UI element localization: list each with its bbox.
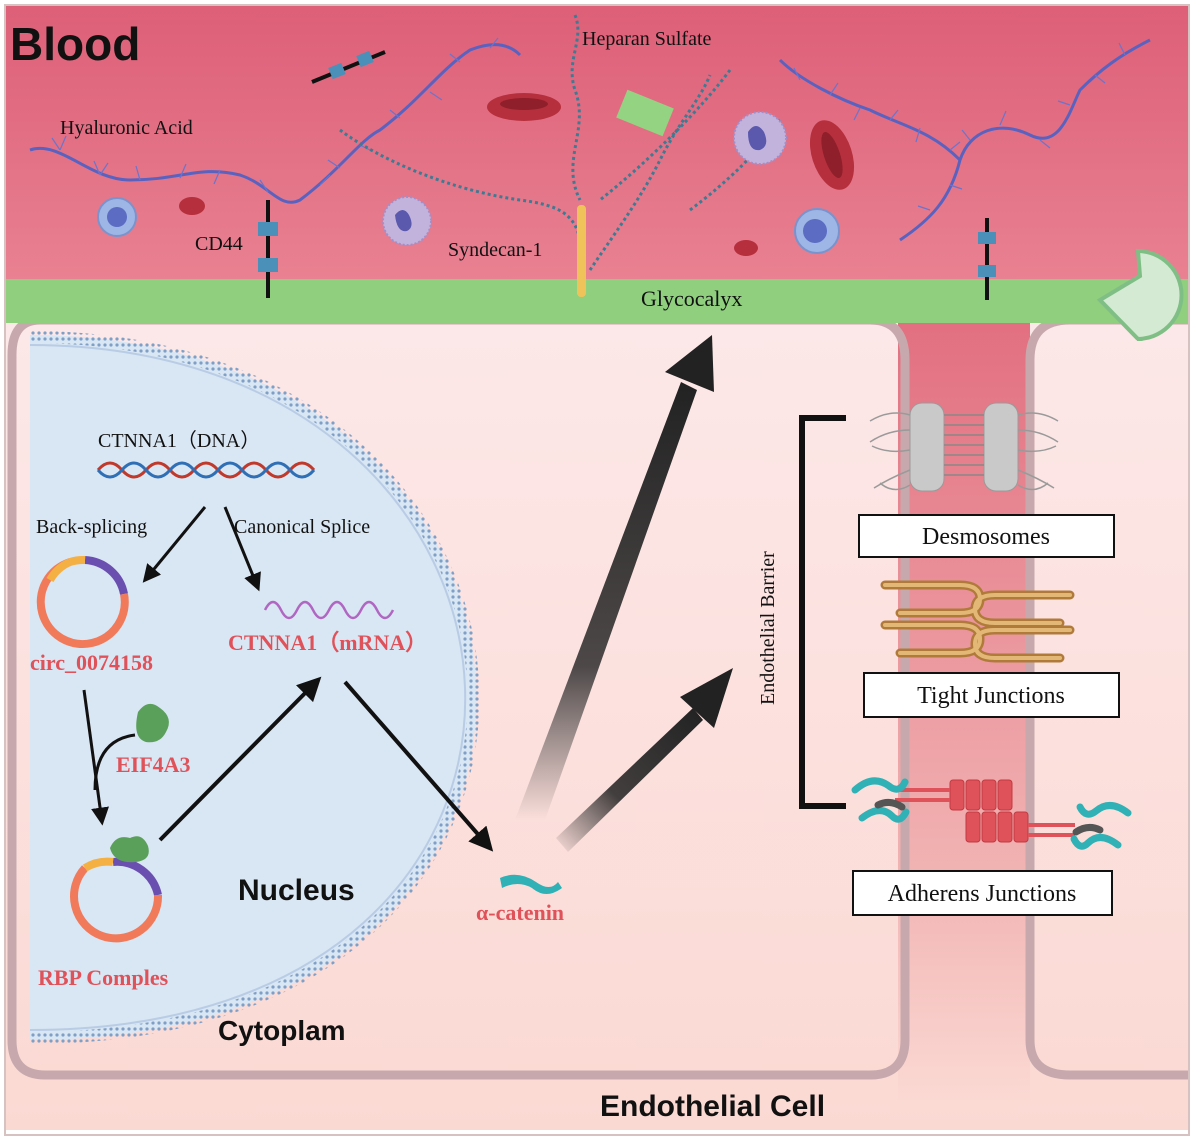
red-blood-cell [809, 120, 855, 190]
neutrophil [733, 111, 787, 165]
endothelial-barrier-bracket [799, 415, 846, 809]
neutrophil [382, 196, 432, 246]
heparan-sulfate-label: Heparan Sulfate [582, 28, 712, 50]
lymphocyte [97, 197, 137, 237]
rbp-label: RBP Comples [38, 965, 169, 990]
dna-label: CTNNA1（DNA） [98, 429, 260, 452]
nucleus [30, 335, 477, 1040]
dna-helix-icon [96, 461, 316, 479]
red-blood-cell-small [734, 240, 758, 256]
rbp-complex-icon [70, 857, 163, 943]
circrna-icon [36, 555, 129, 648]
tight-junctions-box [863, 672, 1120, 718]
lymphocyte [794, 208, 840, 254]
canonical-splice-arrow [223, 506, 261, 592]
syndecan-1-label: Syndecan-1 [448, 239, 542, 261]
desmosome-icon [869, 402, 1059, 492]
blood-label: Blood [10, 18, 140, 70]
enzyme-icon [1096, 248, 1184, 342]
nuclear-membrane [29, 331, 480, 1044]
catenin-to-glycocalyx-arrow [515, 335, 714, 820]
nuclear-membrane-inner [29, 344, 467, 1031]
circ-to-rbp-arrow [82, 689, 109, 826]
hyaluronic-acid-label: Hyaluronic Acid [60, 117, 193, 139]
endothelial-cell-label: Endothelial Cell [600, 1090, 825, 1123]
adherens-junction-icon [851, 777, 1132, 850]
back-splicing-arrow [142, 506, 207, 583]
rbp-to-mrna-arrow [158, 676, 322, 842]
mrna-icon [263, 600, 395, 620]
figure-frame [4, 4, 1190, 1136]
glycocalyx-band [6, 279, 1188, 323]
hyaluronic-branches [51, 37, 1126, 211]
cytoplasm-label: Cytoplam [218, 1015, 346, 1046]
mrna-to-catenin-arrow [343, 680, 494, 852]
alpha-catenin-icon [500, 874, 562, 894]
adherens-junctions-label: Adherens Junctions [888, 881, 1077, 907]
blood-region [6, 6, 1188, 296]
desmosomes-box [858, 514, 1115, 558]
eif4a3-binding-line [93, 733, 136, 791]
cell-membrane-left [7, 315, 910, 1080]
cd44-receptor-right [978, 218, 996, 300]
platelet [616, 89, 674, 137]
glycocalyx-label: Glycocalyx [641, 286, 742, 311]
syndecan-1-icon [577, 205, 586, 297]
catenin-to-barrier-arrow [556, 668, 733, 852]
rbp-eif4a3-icon [110, 836, 149, 863]
tight-junctions-label: Tight Junctions [917, 683, 1065, 709]
red-blood-cell [487, 93, 561, 121]
cd44-fragment [311, 50, 386, 84]
endothelial-barrier-label: Endothelial Barrier [757, 551, 779, 705]
catenin-label: α-catenin [476, 900, 564, 925]
eif4a3-label: EIF4A3 [116, 752, 191, 777]
eif4a3-icon [136, 703, 169, 743]
mrna-label: CTNNA1（mRNA） [228, 630, 427, 655]
circ-label: circ_0074158 [30, 650, 153, 675]
red-blood-cell-small [179, 197, 205, 215]
cd44-label: CD44 [195, 233, 243, 255]
canonical-splice-label: Canonical Splice [234, 516, 370, 538]
tight-junction-icon-inner [883, 583, 1072, 660]
adherens-junctions-box [852, 870, 1113, 916]
hyaluronic-acid-chain [29, 38, 1151, 242]
back-splicing-label: Back-splicing [36, 516, 147, 538]
nucleus-label: Nucleus [238, 874, 355, 907]
cd44-receptor [258, 200, 278, 298]
desmosomes-label: Desmosomes [922, 524, 1050, 550]
